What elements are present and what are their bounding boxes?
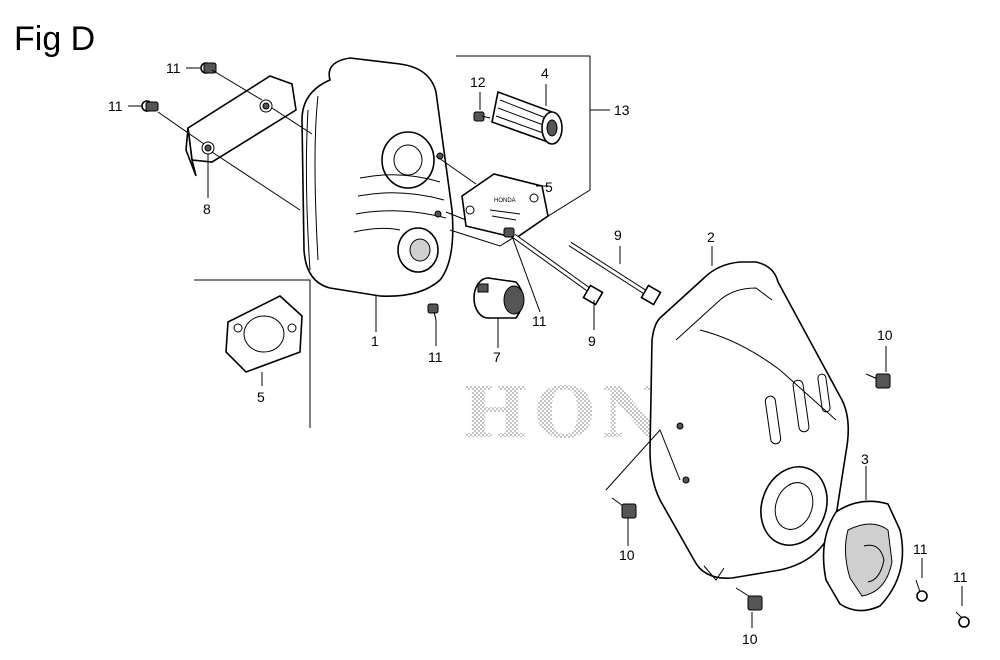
screw-part-11-right-a bbox=[915, 579, 928, 602]
plate-label: HONDA bbox=[494, 198, 516, 204]
bolt-part-9-b bbox=[568, 241, 662, 306]
callout-11: 11 bbox=[953, 569, 968, 585]
callout-11: 11 bbox=[428, 349, 443, 365]
callout-6: 5 bbox=[257, 389, 265, 405]
figure-title: Fig D bbox=[14, 20, 95, 58]
callout-8: 8 bbox=[203, 201, 211, 217]
screw-part-10-bottom bbox=[735, 587, 763, 611]
callout-7: 7 bbox=[493, 349, 501, 365]
screw-part-11-left bbox=[141, 100, 159, 112]
screw-part-11-center bbox=[427, 303, 439, 321]
screw-part-10-left bbox=[611, 497, 637, 519]
callout-11: 11 bbox=[108, 98, 123, 114]
deflector-part-3 bbox=[822, 500, 904, 612]
tailpipe-cap-part-7 bbox=[473, 277, 525, 319]
bracket-part-8 bbox=[185, 75, 297, 177]
screw-part-12 bbox=[473, 111, 491, 122]
callout-11: 11 bbox=[166, 60, 181, 76]
callout-11: 11 bbox=[532, 313, 547, 329]
callout-10: 10 bbox=[742, 631, 758, 647]
callout-2: 2 bbox=[707, 229, 715, 245]
spark-arrester-part-4 bbox=[491, 90, 563, 145]
callout-4: 4 bbox=[541, 65, 549, 81]
callout-5: 5 bbox=[545, 179, 553, 195]
screw-part-10-right bbox=[865, 373, 891, 389]
callout-12: 12 bbox=[470, 74, 486, 90]
plate-part-5: HONDA bbox=[461, 173, 549, 239]
leader-lines bbox=[128, 67, 963, 628]
muffler-part-1 bbox=[301, 57, 454, 297]
screw-part-11-cap bbox=[503, 227, 515, 238]
callout-labels: 11 11 8 5 1 11 12 4 13 5 11 7 9 9 2 10 3… bbox=[108, 60, 968, 647]
gasket-part-6 bbox=[225, 295, 303, 373]
callout-13: 13 bbox=[614, 102, 630, 118]
callout-11: 11 bbox=[913, 541, 928, 557]
screw-part-11-right-b bbox=[955, 611, 970, 628]
callout-3: 3 bbox=[861, 451, 869, 467]
muffler-protector-part-2 bbox=[649, 261, 850, 581]
assembly-13-frame bbox=[449, 55, 591, 247]
callout-10: 10 bbox=[619, 547, 635, 563]
bolt-part-9-a bbox=[512, 233, 604, 306]
callout-10: 10 bbox=[877, 327, 893, 343]
callout-1: 1 bbox=[371, 333, 379, 349]
gasket-frame bbox=[194, 279, 311, 428]
callout-9: 9 bbox=[588, 333, 596, 349]
callout-9: 9 bbox=[614, 227, 622, 243]
